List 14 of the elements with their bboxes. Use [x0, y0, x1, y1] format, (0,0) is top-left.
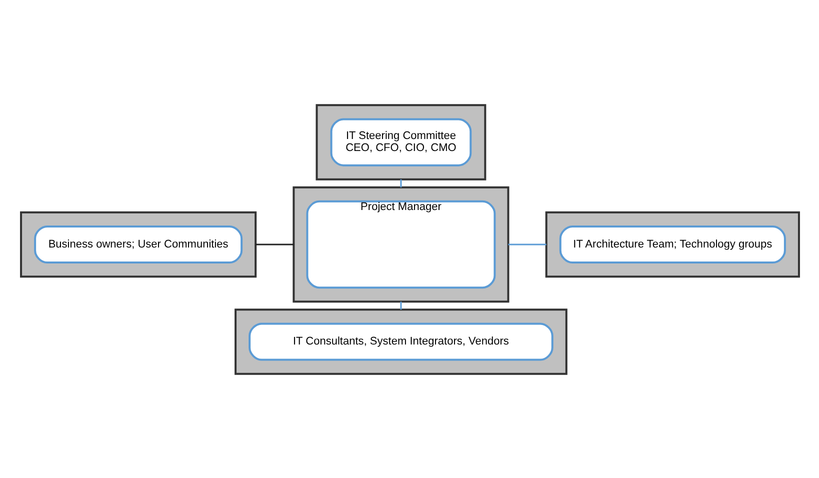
connector	[255, 243, 294, 245]
node-box: Business owners; User Communities	[34, 224, 242, 264]
node-box: IT Steering Committee CEO, CFO, CIO, CMO	[330, 118, 472, 166]
cluster	[20, 210, 256, 278]
connector	[508, 243, 546, 245]
cluster	[234, 308, 567, 374]
node-box: Project Manager	[306, 200, 496, 288]
node-box: IT Consultants, System Integrators, Vendors	[248, 322, 553, 360]
cluster	[315, 104, 486, 180]
node-box: IT Architecture Team; Technology groups	[558, 224, 786, 264]
connector	[400, 178, 402, 187]
cluster	[292, 186, 509, 302]
cluster	[544, 210, 800, 278]
connector	[400, 301, 402, 310]
